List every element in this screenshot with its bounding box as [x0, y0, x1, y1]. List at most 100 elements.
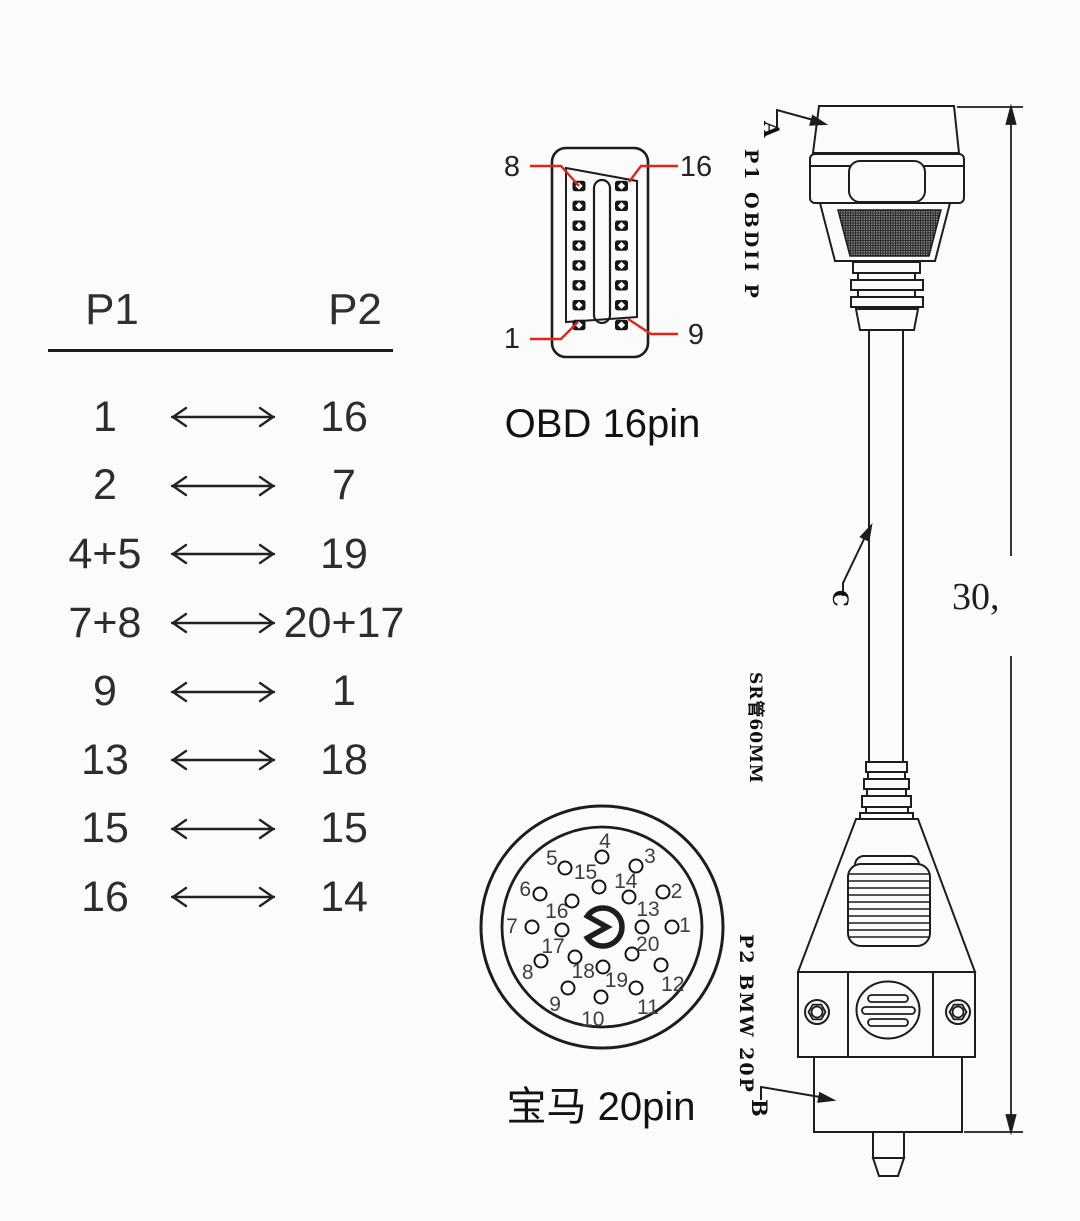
bmw-pin-number: 18 — [571, 959, 595, 983]
leader-a — [776, 108, 818, 127]
bmw-pin — [653, 957, 669, 973]
obd16-connector-figure — [530, 146, 678, 359]
bottom-connector-part-label: P2 BMW 20P — [735, 934, 757, 1094]
p2-pin-value: 1 — [332, 667, 356, 716]
p1-pin-value: 2 — [93, 461, 117, 510]
length-dimension-value: 30, — [952, 576, 1000, 618]
obd-pin — [572, 220, 586, 231]
bmw-pin — [567, 949, 583, 965]
p2-pin-value: 18 — [320, 735, 368, 784]
bmw-pin-number: 6 — [519, 878, 532, 902]
obd16-red-leaders — [530, 164, 678, 341]
bmw-pin-number: 4 — [599, 830, 611, 853]
bmw-pin — [594, 849, 610, 865]
p2-pin-value: 20+17 — [283, 598, 405, 647]
bidirectional-arrow — [170, 681, 275, 702]
table-header-rule — [48, 349, 393, 352]
bmw-pin-number: 15 — [573, 861, 598, 885]
vent-slots — [861, 994, 916, 1027]
plug-thumb-grip — [848, 160, 926, 203]
leader-c-arrow — [859, 522, 873, 542]
bmw-pin-number: 8 — [521, 960, 534, 984]
guide-nub-tip — [871, 1157, 906, 1177]
p1-pin-value: 4+5 — [68, 529, 142, 578]
obd16-label-top-left: 8 — [503, 151, 521, 183]
obd16-face — [565, 166, 638, 324]
bmw-pin-number: 14 — [614, 870, 638, 894]
length-dimension-lines — [957, 103, 1023, 1136]
round-barrel — [813, 1056, 963, 1133]
bmw20-rings — [479, 804, 725, 1050]
bmw-pin — [593, 989, 609, 1005]
table-header-p1: P1 — [85, 285, 139, 334]
sr-tube-label: SR管60MM — [745, 672, 765, 784]
bmw-pin — [655, 884, 671, 900]
obd16-label-bottom-left: 1 — [503, 323, 521, 355]
callout-a-label: A — [759, 121, 784, 138]
bmw20-center-key — [583, 905, 625, 949]
bmw-pin-number: 5 — [546, 846, 558, 870]
bmw-pin — [560, 980, 576, 996]
leader-b — [760, 1085, 821, 1100]
obd-pin — [615, 299, 628, 311]
bidirectional-arrow — [170, 818, 275, 840]
bmw-pin-number: 1 — [679, 914, 691, 937]
left-screw — [804, 999, 830, 1025]
p2-pin-value: 14 — [320, 872, 368, 921]
bmw-pin — [591, 879, 606, 895]
bmw20-inner-circle — [500, 825, 704, 1029]
obd-pin — [615, 319, 628, 331]
bmw-pin — [624, 946, 640, 962]
bmw20-caption: 宝马 20pin — [506, 1085, 696, 1129]
obd-pin — [615, 180, 628, 192]
grip-ribs — [848, 873, 930, 938]
bidirectional-arrow — [170, 887, 275, 908]
bmw-pin — [634, 919, 650, 935]
bmw-pin-number: 19 — [604, 968, 629, 992]
bmw-pin-number: 10 — [581, 1007, 605, 1031]
obd-pin — [572, 299, 586, 311]
bmw-pin-number: 7 — [506, 915, 518, 938]
dimension-arrow-down — [1005, 1114, 1017, 1136]
obd16-pin-field — [572, 180, 628, 331]
ribbed-grip — [847, 863, 931, 947]
bmw-pin-number: 2 — [670, 880, 683, 903]
obd-pin — [572, 200, 586, 212]
bmw-pin-number: 9 — [549, 993, 561, 1017]
bidirectional-arrow — [170, 475, 275, 497]
bmw-pin — [664, 919, 680, 935]
bmw-pin-number: 17 — [541, 934, 565, 958]
leader-pin9 — [627, 317, 678, 336]
bmw-pin-number: 20 — [636, 932, 660, 956]
obd-pin — [615, 280, 628, 291]
cable-wire — [868, 330, 904, 762]
dimension-arrow-up — [1005, 103, 1017, 125]
obd-pin — [615, 240, 628, 251]
leader-b-arrow — [817, 1091, 837, 1103]
cable-drawing — [760, 103, 1023, 1177]
bmw-pin — [628, 980, 644, 996]
p1-pin-value: 9 — [93, 667, 117, 716]
bmw-pin-number: 13 — [636, 898, 660, 921]
bmw-pin — [524, 919, 540, 935]
top-connector-part-label: P1 OBDII P — [740, 149, 762, 301]
callout-leaders — [760, 108, 873, 1103]
bidirectional-arrow — [170, 750, 275, 771]
bmw-pin-number: 12 — [661, 973, 685, 997]
callout-b-label: B — [747, 1099, 772, 1117]
p2-pin-value: 15 — [320, 804, 368, 853]
bmw-pin — [628, 858, 644, 874]
obd-pin — [572, 260, 586, 271]
p1-pin-value: 15 — [81, 804, 129, 853]
obd16-label-top-right: 16 — [679, 151, 713, 183]
obd-pin — [615, 260, 628, 271]
leader-pin16 — [628, 164, 678, 183]
vent-oval — [855, 980, 921, 1040]
obd16-key-slot — [592, 178, 612, 325]
bmw-pin — [533, 953, 549, 969]
